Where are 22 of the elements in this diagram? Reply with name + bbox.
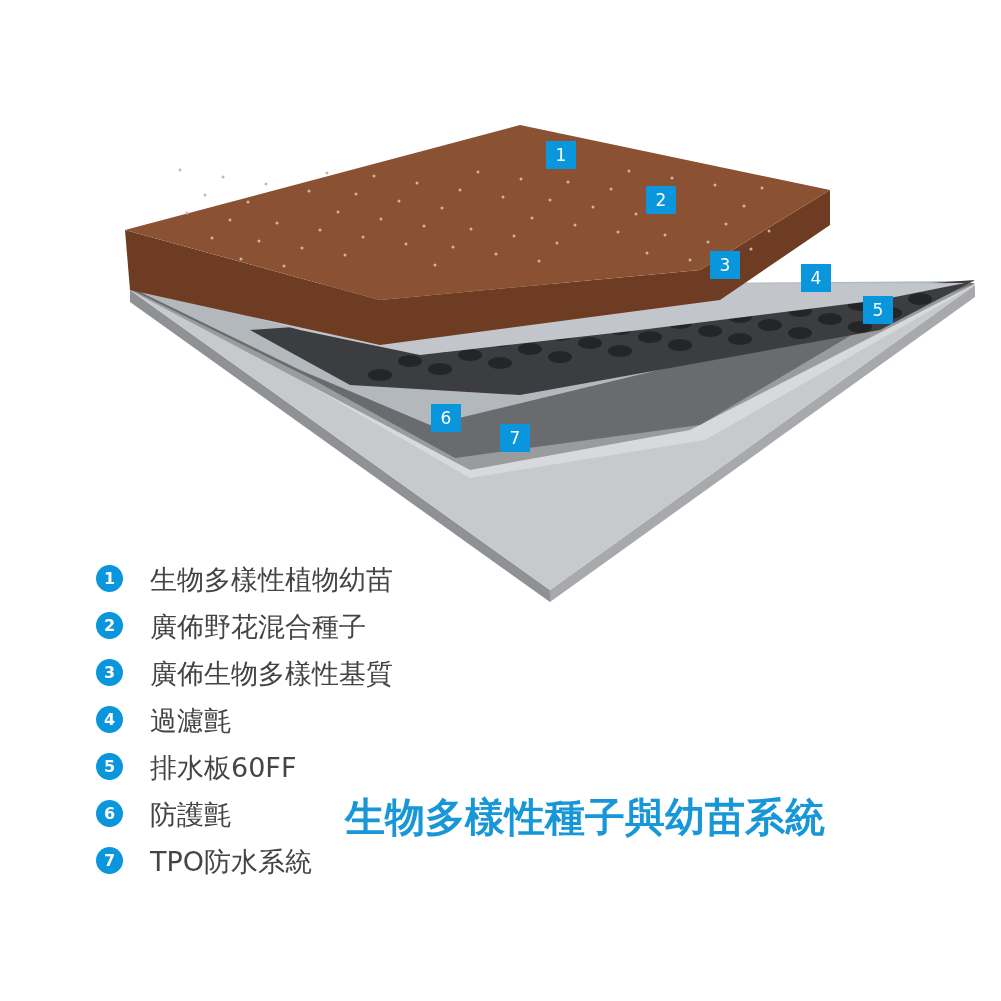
layer-name: TPO防水系統: [150, 845, 313, 879]
layer-name: 排水板60FF: [150, 751, 297, 785]
callout-number: 1: [96, 565, 123, 592]
callout-number: 2: [96, 612, 123, 639]
callout-number: 4: [801, 264, 831, 292]
callout-number: 2: [646, 186, 676, 214]
layer-name: 生物多樣性植物幼苗: [150, 563, 393, 597]
title: 生物多樣性種子與幼苗系統: [343, 793, 826, 842]
layer-name: 防護氈: [150, 798, 231, 832]
callout-number: 4: [96, 706, 123, 733]
callout-number: 7: [96, 847, 123, 874]
callout-number: 5: [863, 296, 893, 324]
callout-number: 6: [431, 404, 461, 432]
callout-number: 7: [500, 424, 530, 452]
callout-number: 3: [96, 659, 123, 686]
callout-number: 5: [96, 753, 123, 780]
layer-name: 過濾氈: [150, 704, 231, 738]
callout-number: 6: [96, 800, 123, 827]
layer-name: 廣佈生物多樣性基質: [150, 657, 393, 691]
callout-number: 1: [546, 141, 576, 169]
layer-name: 廣佈野花混合種子: [150, 610, 366, 644]
callout-number: 3: [710, 251, 740, 279]
